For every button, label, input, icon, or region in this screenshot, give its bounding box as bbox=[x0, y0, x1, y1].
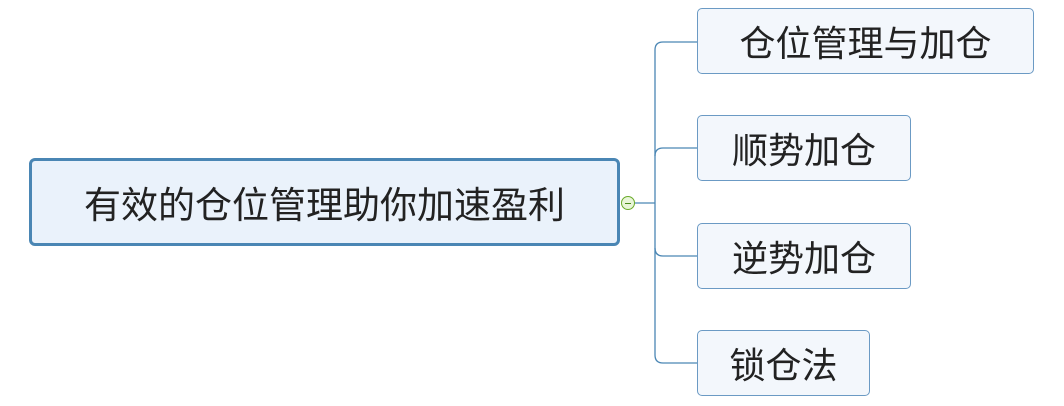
topic-label: 顺势加仓 bbox=[731, 131, 876, 172]
topic-label: 仓位管理与加仓 bbox=[739, 24, 992, 65]
root-topic-label: 有效的仓位管理助你加速盈利 bbox=[84, 184, 565, 227]
topic-label: 逆势加仓 bbox=[731, 239, 876, 280]
topic-trend-add[interactable]: 顺势加仓 bbox=[697, 115, 911, 181]
topic-label: 锁仓法 bbox=[729, 346, 838, 387]
collapse-toggle-icon[interactable] bbox=[621, 196, 635, 210]
topic-position-management[interactable]: 仓位管理与加仓 bbox=[697, 8, 1034, 74]
topic-counter-trend-add[interactable]: 逆势加仓 bbox=[697, 223, 911, 289]
root-topic[interactable]: 有效的仓位管理助你加速盈利 bbox=[29, 158, 620, 246]
topic-lock-position[interactable]: 锁仓法 bbox=[697, 330, 870, 396]
